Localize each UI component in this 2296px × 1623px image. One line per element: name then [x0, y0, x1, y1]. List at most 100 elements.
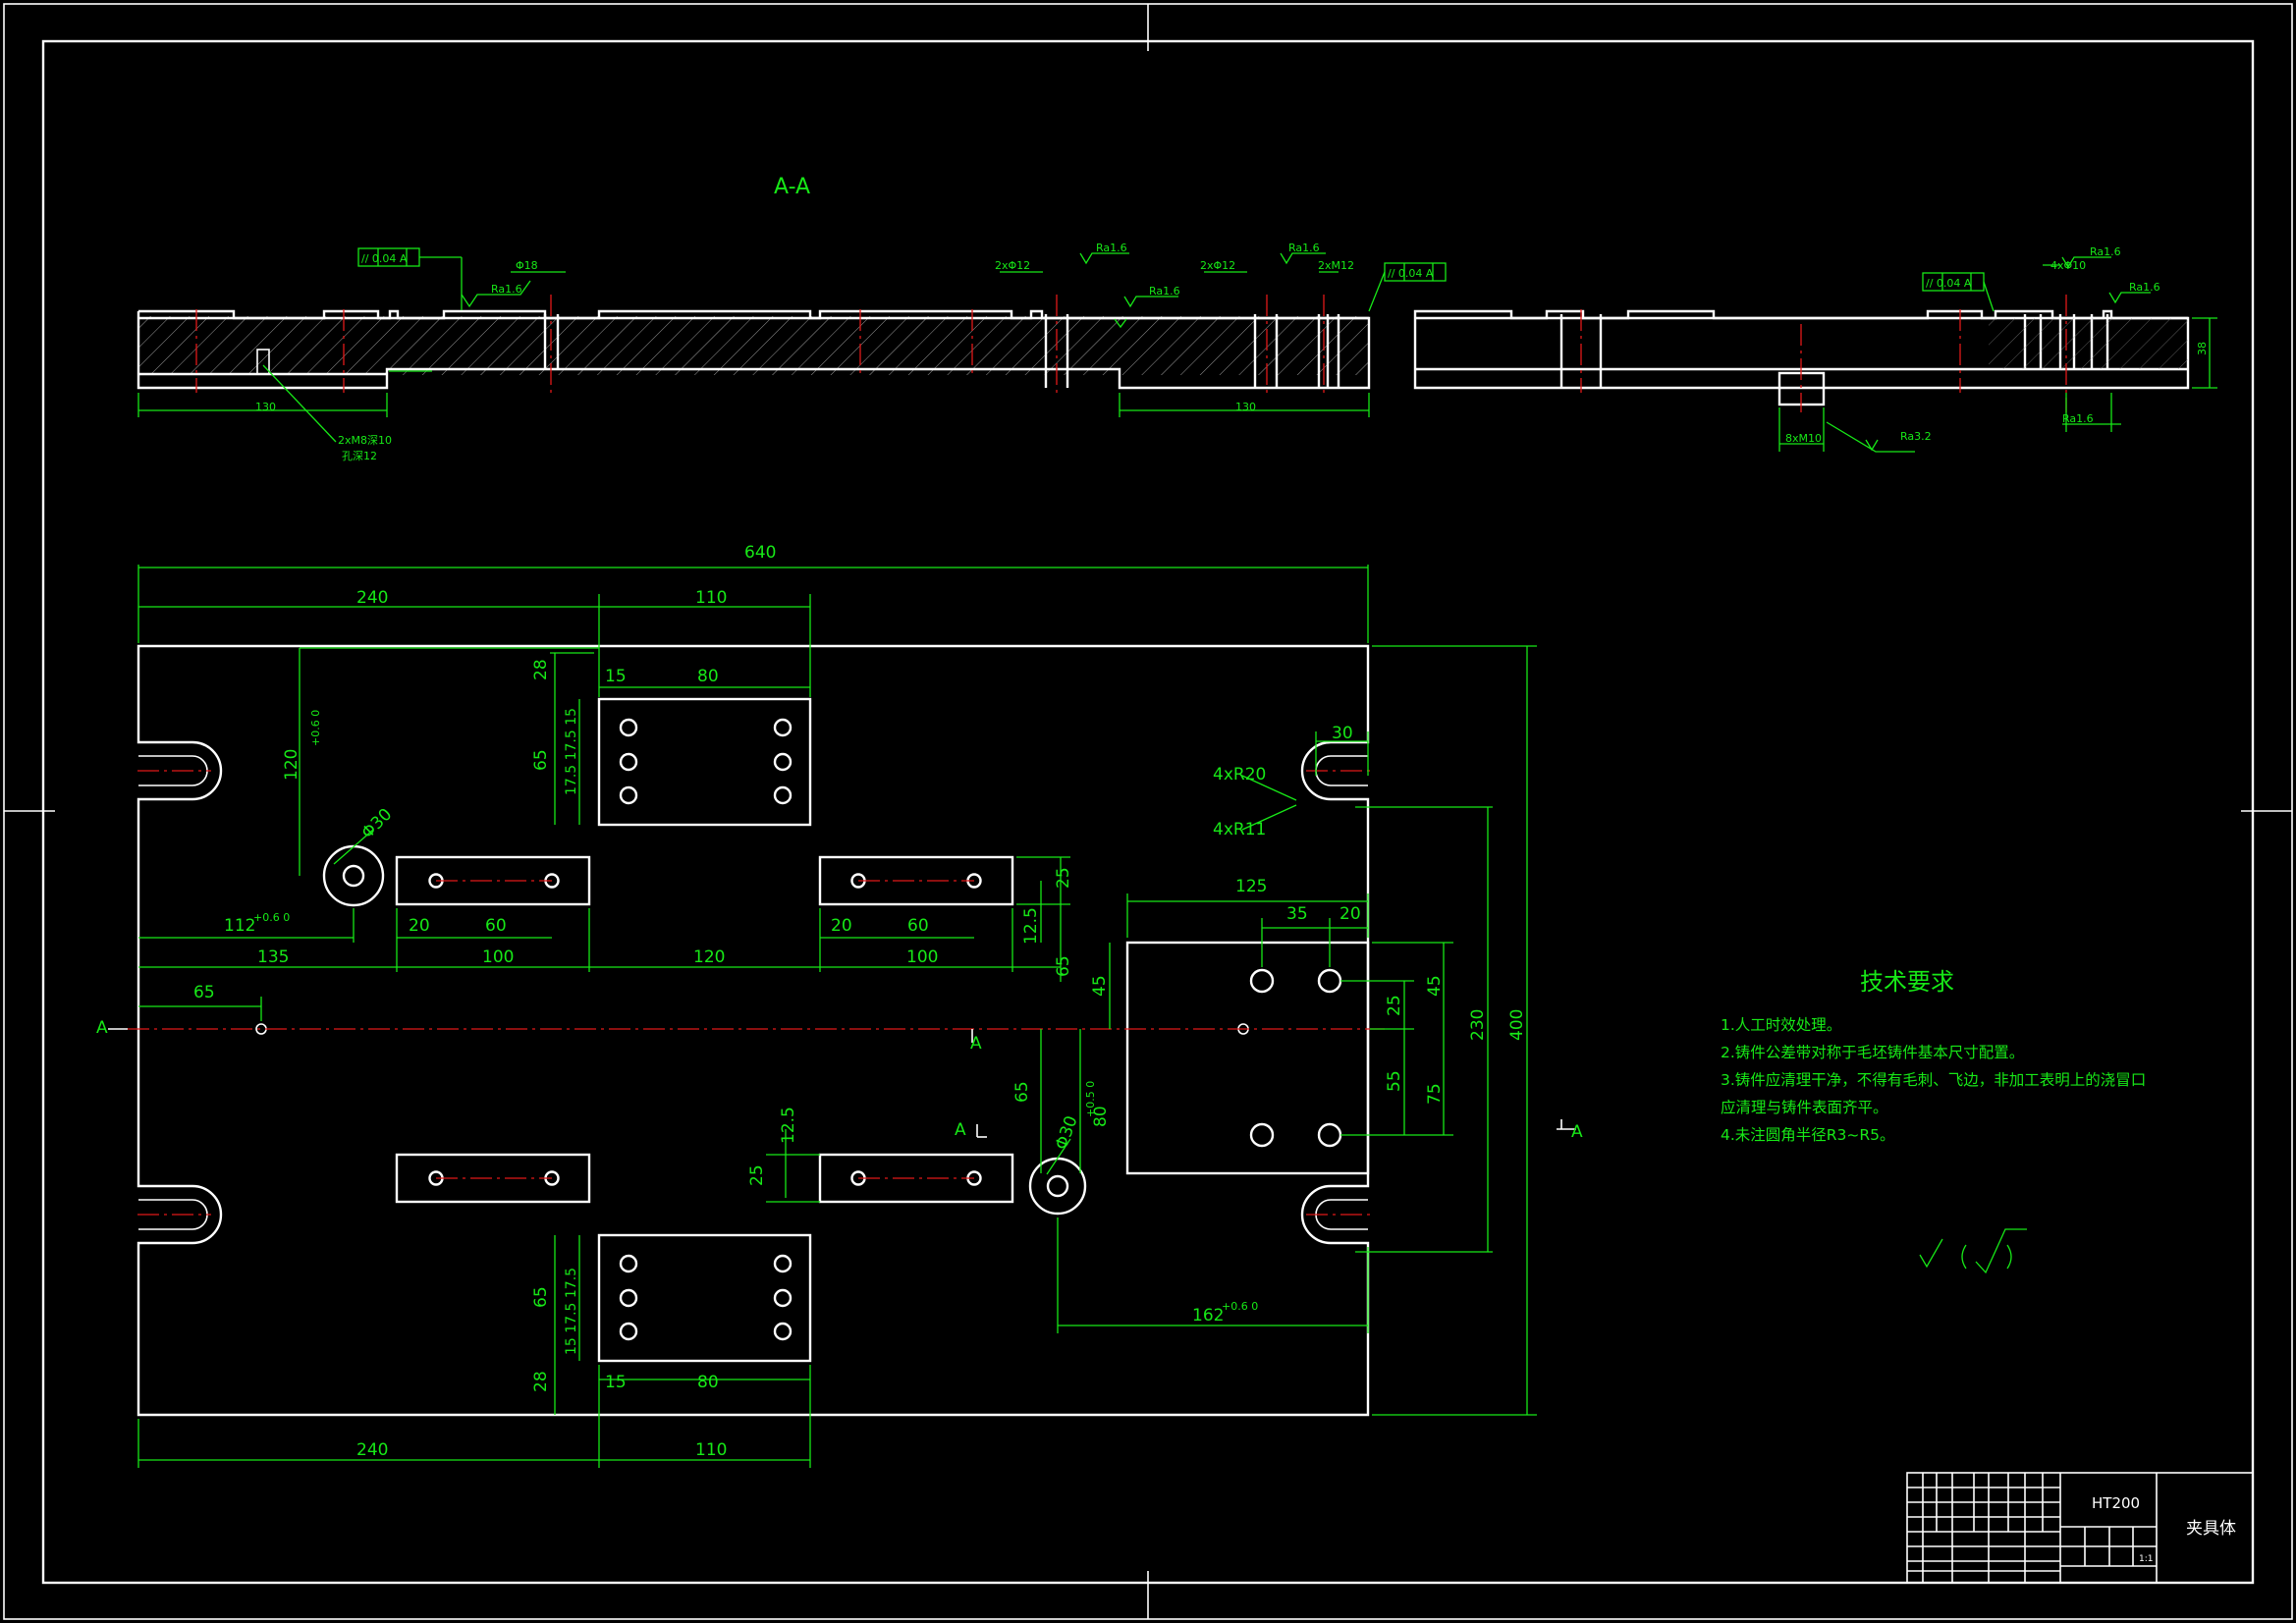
dim-75: 75	[1425, 1083, 1445, 1105]
dim-20c: 20	[831, 916, 852, 936]
dim-110-bottom: 110	[695, 1440, 727, 1460]
ra-1: Ra1.6	[491, 283, 522, 296]
ra-2: Ra1.6	[1096, 242, 1127, 254]
dim-162-tol: +0.6 0	[1222, 1300, 1258, 1313]
roughness-general-symbol	[1919, 1228, 2027, 1274]
dim-120v: 120	[282, 749, 301, 781]
dim-25a: 25	[1385, 995, 1404, 1016]
dim-15a: 15	[605, 667, 627, 686]
dim-overall-length: 640	[744, 543, 776, 563]
dim-25c: 25	[747, 1164, 767, 1186]
section-labels: A A A A	[96, 1018, 1583, 1142]
dim-12a: 12.5	[1021, 907, 1041, 945]
ra-4: Ra1.6	[1288, 242, 1320, 254]
dim-60a: 60	[485, 916, 507, 936]
dim-12b: 12.5	[779, 1107, 798, 1144]
dim-100a: 100	[482, 947, 514, 967]
holes-1: 2xΦ12	[995, 259, 1030, 272]
ra-5: Ra1.6	[2090, 245, 2121, 258]
dim-80v-tol: +0.5 0	[1084, 1081, 1097, 1117]
dim-65c: 65	[193, 983, 215, 1002]
dim-80b: 80	[697, 1373, 719, 1392]
note-item: 应清理与铸件表面齐平。	[1721, 1099, 1888, 1116]
note-item: 4.未注圆角半径R3~R5。	[1721, 1126, 1895, 1144]
dim-65e: 65	[531, 1286, 551, 1308]
dim-30: 30	[1332, 724, 1353, 743]
dim-17-top: 17.5 17.5 15	[564, 708, 579, 795]
dim-r11: 4xR11	[1213, 820, 1266, 839]
holes-3: 2xM12	[1318, 259, 1354, 272]
section-texts: 130 130 38 // 0.04 A // 0.04 A // 0.04 A…	[255, 242, 2209, 462]
dim-45b: 45	[1090, 975, 1110, 997]
note-item: 1.人工时效处理。	[1721, 1016, 1842, 1034]
phi8: Φ18	[516, 259, 538, 272]
ra-6: Ra1.6	[2129, 281, 2160, 294]
section-view-right	[1413, 256, 2217, 453]
dim-80a: 80	[697, 667, 719, 686]
dim-240-bottom: 240	[356, 1440, 388, 1460]
dim-20b: 20	[409, 916, 430, 936]
dim-r20: 4xR20	[1213, 765, 1266, 784]
dim-240-top: 240	[356, 588, 388, 608]
dim-135: 135	[257, 947, 289, 967]
title-block: HT200 夹具体 1:1	[1906, 1472, 2254, 1584]
title-block-part-name: 夹具体	[2186, 1519, 2236, 1539]
dim-35: 35	[1286, 904, 1308, 924]
note-item: 2.铸件公差带对称于毛坯铸件基本尺寸配置。	[1721, 1044, 2025, 1061]
dim-20: 20	[1339, 904, 1361, 924]
sheet-frame	[3, 3, 2293, 1620]
flatness-2: // 0.04 A	[1388, 267, 1434, 280]
dim-80v: 80	[1091, 1106, 1111, 1127]
section-title: A-A	[774, 175, 811, 199]
plan-section-marks	[108, 1028, 1576, 1138]
dimension-lines	[137, 565, 1537, 1468]
ra-8: Ra3.2	[1900, 430, 1932, 443]
technical-requirements-title: 技术要求	[1860, 968, 1954, 996]
dim-65d: 65	[531, 749, 551, 771]
flatness-3: // 0.04 A	[1926, 277, 1972, 290]
dim-25b: 25	[1054, 867, 1073, 889]
ra-3: Ra1.6	[1149, 285, 1180, 298]
section-mark-a1: A	[970, 1034, 982, 1054]
title-block-material: HT200	[2092, 1494, 2140, 1512]
dim-120: 120	[693, 947, 725, 967]
section-view-left	[137, 295, 1371, 417]
dim-28b: 28	[531, 1371, 551, 1392]
dim-65b: 65	[1012, 1081, 1032, 1103]
dim-130b: 130	[1235, 401, 1256, 413]
dim-400: 400	[1507, 1009, 1527, 1041]
dim-phi30b: Φ30	[1052, 1113, 1082, 1153]
dim-55: 55	[1385, 1070, 1404, 1092]
flatness-1: // 0.04 A	[361, 252, 408, 265]
dim-38: 38	[2196, 342, 2209, 355]
holes-4: 4xΦ10	[2050, 259, 2086, 272]
dimension-texts: 640 240 110 240 110 400 230 30 125 35 20…	[193, 543, 1527, 1460]
dim-100b: 100	[906, 947, 938, 967]
dim-45a: 45	[1425, 975, 1445, 997]
section-mark-left: A	[96, 1018, 108, 1038]
section-view-left-annotations	[262, 247, 1447, 443]
dim-162: 162	[1192, 1306, 1224, 1325]
dim-120v-tol: +0.6 0	[309, 710, 322, 746]
dim-17-bottom: 15 17.5 17.5	[564, 1268, 579, 1355]
plan-view	[137, 644, 1370, 1417]
dim-15b: 15	[605, 1373, 627, 1392]
thread-1b: 孔深12	[342, 450, 377, 462]
holes-2: 2xΦ12	[1200, 259, 1235, 272]
m10-holes: 8xM10	[1785, 432, 1822, 445]
note-item: 3.铸件应清理干净，不得有毛刺、飞边，非加工表明上的浇冒口	[1721, 1071, 2147, 1089]
section-mark-right: A	[1571, 1122, 1583, 1142]
dim-65a: 65	[1054, 955, 1073, 977]
thread-1: 2xM8深10	[338, 434, 392, 447]
dim-60b: 60	[907, 916, 929, 936]
dim-110-top: 110	[695, 588, 727, 608]
ra-7: Ra1.6	[2062, 412, 2094, 425]
dim-130a: 130	[255, 401, 276, 413]
technical-requirements: 1.人工时效处理。 2.铸件公差带对称于毛坯铸件基本尺寸配置。 3.铸件应清理干…	[1721, 1011, 2146, 1149]
dim-230: 230	[1468, 1009, 1488, 1041]
dim-125: 125	[1235, 877, 1267, 896]
dim-28a: 28	[531, 659, 551, 680]
section-mark-a2: A	[955, 1120, 966, 1140]
dim-112: 112	[224, 916, 255, 936]
